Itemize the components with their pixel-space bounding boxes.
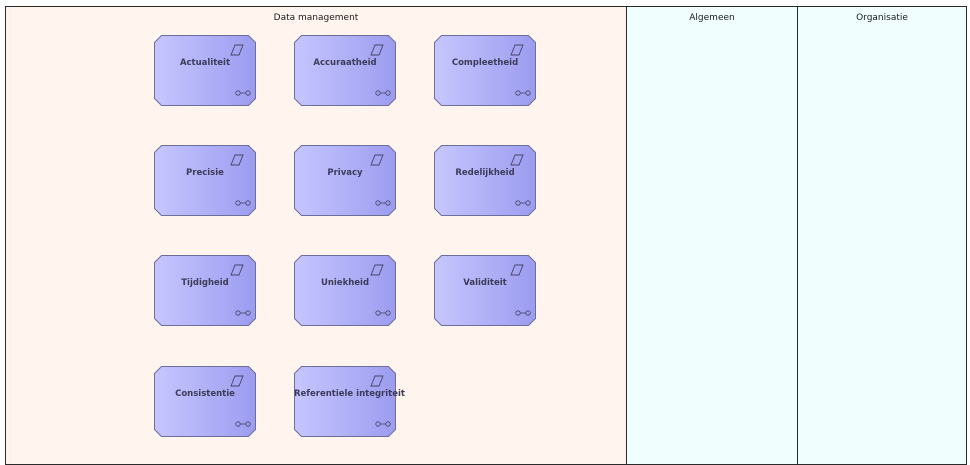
element-shape	[434, 255, 536, 326]
lane-title-data-management: Data management	[273, 13, 359, 23]
link-icon	[515, 90, 531, 96]
element-label: Compleetheid	[451, 58, 519, 68]
representation-icon	[370, 375, 384, 387]
element-shape	[154, 35, 256, 106]
lane-title-organisatie: Organisatie	[856, 13, 908, 23]
element-compleetheid[interactable]: Compleetheid	[434, 35, 536, 106]
element-outline	[294, 145, 396, 216]
element-shape	[154, 255, 256, 326]
element-accuraatheid[interactable]: Accuraatheid	[294, 35, 396, 106]
link-icon	[375, 200, 391, 206]
lane-organisatie[interactable]: Organisatie	[797, 6, 967, 465]
element-shape	[294, 255, 396, 326]
element-outline	[434, 145, 536, 216]
element-label: Precisie	[186, 168, 224, 178]
element-label: Referentiele integriteit	[294, 389, 405, 399]
element-referentiele-integriteit[interactable]: Referentiele integriteit	[294, 366, 405, 437]
element-outline	[294, 255, 396, 326]
element-outline	[434, 255, 536, 326]
element-outline	[434, 35, 536, 106]
element-privacy[interactable]: Privacy	[294, 145, 396, 216]
element-label: Validiteit	[463, 278, 507, 288]
element-label: Consistentie	[175, 389, 235, 399]
element-outline	[154, 35, 256, 106]
representation-icon	[230, 375, 244, 387]
link-icon	[375, 90, 391, 96]
element-shape	[154, 145, 256, 216]
element-outline	[154, 366, 256, 437]
element-shape	[434, 145, 536, 216]
link-icon	[515, 200, 531, 206]
link-icon	[235, 421, 251, 427]
link-icon	[375, 310, 391, 316]
element-precisie[interactable]: Precisie	[154, 145, 256, 216]
lane-algemeen[interactable]: Algemeen	[626, 6, 798, 465]
element-actualiteit[interactable]: Actualiteit	[154, 35, 256, 106]
link-icon	[235, 200, 251, 206]
element-label: Uniekheid	[320, 278, 370, 288]
element-shape	[154, 366, 256, 437]
element-outline	[154, 255, 256, 326]
link-icon	[235, 90, 251, 96]
representation-icon	[370, 44, 384, 56]
link-icon	[235, 310, 251, 316]
representation-icon	[510, 154, 524, 166]
link-icon	[515, 310, 531, 316]
element-outline	[154, 145, 256, 216]
element-label: Accuraatheid	[313, 58, 377, 68]
element-outline	[294, 35, 396, 106]
element-redelijkheid[interactable]: Redelijkheid	[434, 145, 536, 216]
representation-icon	[230, 264, 244, 276]
element-label: Privacy	[327, 168, 363, 178]
element-label: Tijdigheid	[181, 278, 229, 288]
lane-title-algemeen: Algemeen	[689, 13, 735, 23]
representation-icon	[370, 264, 384, 276]
element-label: Redelijkheid	[455, 168, 515, 178]
link-icon	[375, 421, 391, 427]
element-validiteit[interactable]: Validiteit	[434, 255, 536, 326]
element-outline	[294, 366, 396, 437]
representation-icon	[510, 264, 524, 276]
element-shape	[294, 366, 396, 437]
element-consistentie[interactable]: Consistentie	[154, 366, 256, 437]
representation-icon	[370, 154, 384, 166]
representation-icon	[510, 44, 524, 56]
element-label: Actualiteit	[179, 58, 231, 68]
element-shape	[294, 35, 396, 106]
representation-icon	[230, 44, 244, 56]
element-tijdigheid[interactable]: Tijdigheid	[154, 255, 256, 326]
element-shape	[434, 35, 536, 106]
representation-icon	[230, 154, 244, 166]
element-shape	[294, 145, 396, 216]
element-uniekheid[interactable]: Uniekheid	[294, 255, 396, 326]
